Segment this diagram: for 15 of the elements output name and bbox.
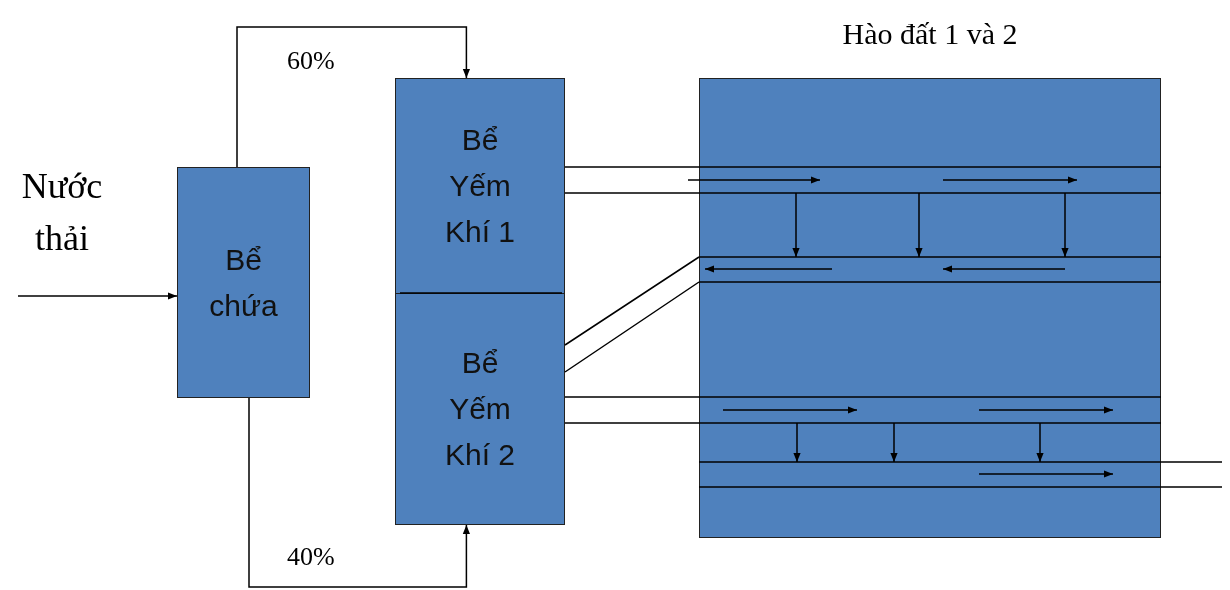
pipe — [564, 396, 700, 424]
tank-label: Bể chứa — [208, 241, 279, 324]
tank-label: Bể Yếm Khí 1 — [443, 122, 517, 250]
pipe — [1160, 461, 1223, 488]
pipe — [564, 256, 700, 373]
arrow — [248, 397, 470, 588]
inflow-label: Nước thải — [20, 165, 104, 260]
tank-box — [177, 167, 310, 398]
tank-box — [395, 293, 565, 525]
arrow — [17, 292, 178, 300]
tank-label: Bể Yếm Khí 2 — [443, 345, 517, 473]
pipe — [564, 166, 700, 194]
arrow — [236, 26, 470, 168]
heading: Hào đất 1 và 2 — [841, 16, 1019, 52]
tank-box — [395, 78, 565, 293]
